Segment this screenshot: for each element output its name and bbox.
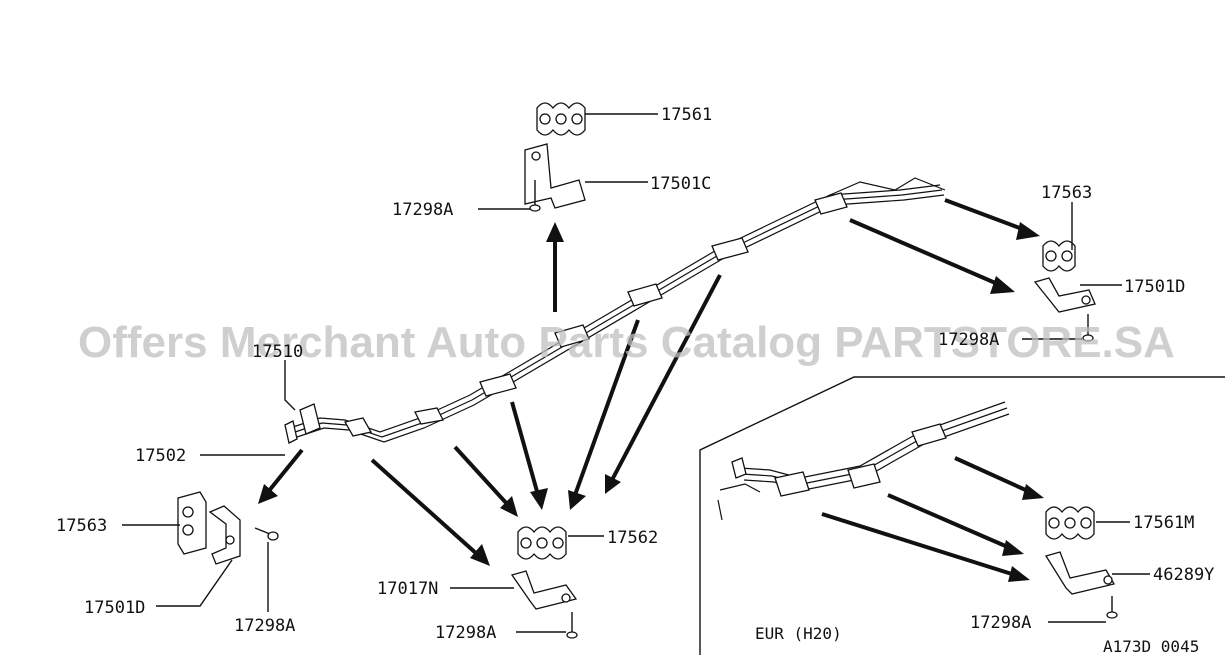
bracket-46289Y xyxy=(1044,551,1115,595)
leader-lines xyxy=(122,113,1150,633)
bracket-17017N xyxy=(510,570,578,610)
bolt-17298A-inset xyxy=(1106,596,1118,619)
callout-17298A-left: 17298A xyxy=(234,616,295,636)
clamp-17561M xyxy=(1045,506,1095,540)
inset-tube-assembly xyxy=(717,401,1010,521)
callout-17017N: 17017N xyxy=(377,579,438,599)
callout-46289Y: 46289Y xyxy=(1153,565,1214,585)
bolt-17298A-top xyxy=(529,180,541,212)
callout-17298A-center: 17298A xyxy=(435,623,496,643)
callout-17298A-top: 17298A xyxy=(392,200,453,220)
callout-17562: 17562 xyxy=(607,528,658,548)
bracket-17501C xyxy=(524,143,586,209)
callout-17501C: 17501C xyxy=(650,174,711,194)
clamp-17563-left xyxy=(177,491,207,555)
callout-17563-right: 17563 xyxy=(1041,183,1092,203)
variant-label: EUR (H20) xyxy=(755,624,842,643)
callout-17561: 17561 xyxy=(661,105,712,125)
arrows-main xyxy=(258,198,1040,566)
bolt-17298A-left xyxy=(254,527,279,541)
callout-17561M: 17561M xyxy=(1133,513,1194,533)
callout-17501D-left: 17501D xyxy=(84,598,145,618)
clamp-17562 xyxy=(517,526,567,560)
bolt-17298A-right xyxy=(1082,314,1094,342)
fuel-tube-assembly xyxy=(284,177,946,444)
bracket-17501D-left xyxy=(208,505,241,565)
callout-17298A-right: 17298A xyxy=(938,330,999,350)
callout-17501D-right: 17501D xyxy=(1124,277,1185,297)
callout-17563-left: 17563 xyxy=(56,516,107,536)
diagram-code: A173D 0045 xyxy=(1103,637,1199,656)
clamp-17561-top xyxy=(536,102,586,136)
inset-frame xyxy=(699,376,1225,655)
watermark: Offers Merchant Auto Parts Catalog PARTS… xyxy=(78,318,1175,367)
callout-17502: 17502 xyxy=(135,446,186,466)
arrows-inset xyxy=(821,456,1044,582)
callout-17510: 17510 xyxy=(252,342,303,362)
bracket-17501D-right xyxy=(1033,277,1096,313)
bolt-17298A-center xyxy=(566,612,578,639)
callout-17298A-inset: 17298A xyxy=(970,613,1031,633)
clamp-17563-right xyxy=(1042,240,1076,272)
